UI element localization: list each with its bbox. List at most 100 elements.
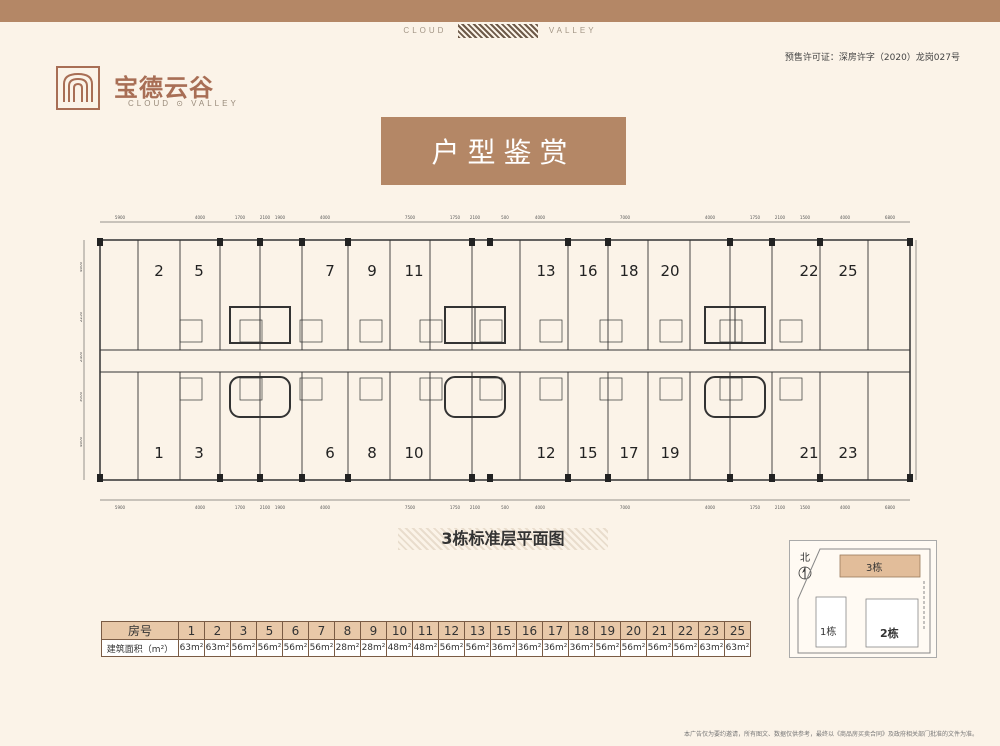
column	[299, 238, 305, 246]
plan-outline	[99, 239, 911, 481]
room-number-cell: 17	[542, 621, 569, 640]
room-number-cell: 23	[698, 621, 725, 640]
unit-number-top: 22	[799, 262, 818, 280]
dimension-text: 4000	[840, 505, 851, 510]
dimension-text: 1750	[750, 505, 761, 510]
area-cell: 28m²	[334, 639, 361, 657]
stair-core	[444, 376, 506, 418]
brand-right-text: VALLEY	[548, 26, 597, 35]
column	[97, 474, 103, 482]
bathroom	[239, 319, 263, 343]
area-cell: 48m²	[412, 639, 439, 657]
logo-en: CLOUD ⊙ VALLEY	[128, 99, 239, 108]
dimension-text: 4000	[840, 215, 851, 220]
bathroom	[359, 319, 383, 343]
building-2-label: 2栋	[880, 627, 899, 640]
area-cell: 63m²	[698, 639, 725, 657]
unit-number-top: 25	[838, 262, 857, 280]
unit-number-top: 5	[194, 262, 204, 280]
plan-subtitle-text: 3栋标准层平面图	[441, 529, 565, 548]
column	[817, 474, 823, 482]
unit-number-top: 16	[578, 262, 597, 280]
column	[565, 238, 571, 246]
room-number-cell: 18	[568, 621, 595, 640]
room-number-cell: 2	[204, 621, 231, 640]
dimension-text: 6800	[885, 505, 896, 510]
building-3-label: 3栋	[866, 563, 883, 574]
dimension-text: 1700	[235, 505, 246, 510]
room-number-cell: 16	[516, 621, 543, 640]
dimension-text: 1500	[800, 505, 811, 510]
top-brand: CLOUD VALLEY	[0, 22, 1000, 40]
column	[727, 474, 733, 482]
brand-left-text: CLOUD	[403, 26, 447, 35]
unit-number-bottom: 19	[660, 444, 679, 462]
area-cell: 56m²	[438, 639, 465, 657]
column	[299, 474, 305, 482]
column	[605, 238, 611, 246]
dimension-text: 4000	[195, 215, 206, 220]
area-cell: 56m²	[464, 639, 491, 657]
room-number-cell: 19	[594, 621, 621, 640]
area-cell: 56m²	[308, 639, 335, 657]
unit-number-top: 11	[404, 262, 423, 280]
dimension-text: 500	[501, 215, 509, 220]
column	[769, 474, 775, 482]
site-map-drawing	[797, 548, 931, 654]
dimension-text: 4000	[535, 215, 546, 220]
room-number-cell: 7	[308, 621, 335, 640]
column	[97, 238, 103, 246]
page-title: 户型鉴赏	[381, 117, 626, 185]
bathroom	[659, 377, 683, 401]
area-cell: 36m²	[568, 639, 595, 657]
room-number-cell: 5	[256, 621, 283, 640]
room-number-cell: 6	[282, 621, 309, 640]
plan-subtitle: 3栋标准层平面图	[398, 528, 608, 550]
room-number-cell: 3	[230, 621, 257, 640]
room-number-cell: 21	[646, 621, 673, 640]
room-number-cell: 8	[334, 621, 361, 640]
dimension-text: 2100	[260, 505, 271, 510]
room-number-cell: 11	[412, 621, 439, 640]
bathroom	[299, 319, 323, 343]
area-cell: 56m²	[230, 639, 257, 657]
dimension-text: 500	[501, 505, 509, 510]
bathroom	[779, 319, 803, 343]
building-1-label: 1栋	[820, 627, 837, 638]
unit-number-top: 7	[325, 262, 335, 280]
column	[727, 238, 733, 246]
dimension-text: 1750	[750, 215, 761, 220]
stair-core	[704, 376, 766, 418]
room-number-cell: 12	[438, 621, 465, 640]
column	[345, 474, 351, 482]
column	[469, 474, 475, 482]
area-cell: 36m²	[516, 639, 543, 657]
unit-number-bottom: 23	[838, 444, 857, 462]
dimension-text: 2400	[80, 351, 83, 362]
dimension-text: 4000	[195, 505, 206, 510]
dimension-text: 1750	[450, 505, 461, 510]
presale-permit: 预售许可证：深房许字（2020）龙岗027号	[784, 53, 960, 63]
dimension-text: 4000	[320, 505, 331, 510]
bathroom	[299, 377, 323, 401]
area-cell: 63m²	[178, 639, 205, 657]
bathroom	[539, 319, 563, 343]
column	[817, 238, 823, 246]
unit-number-top: 9	[367, 262, 377, 280]
stair-core	[229, 376, 291, 418]
column	[217, 474, 223, 482]
unit-number-bottom: 1	[154, 444, 164, 462]
column	[605, 474, 611, 482]
bathroom	[599, 377, 623, 401]
bathroom	[419, 377, 443, 401]
bathroom	[659, 319, 683, 343]
subtitle-hatch	[398, 528, 608, 550]
unit-number-bottom: 12	[536, 444, 555, 462]
room-number-cell: 9	[360, 621, 387, 640]
brand-pattern-icon	[457, 23, 538, 38]
area-cell: 63m²	[724, 639, 751, 657]
area-cell: 36m²	[490, 639, 517, 657]
room-number-cell: 25	[724, 621, 751, 640]
unit-number-top: 13	[536, 262, 555, 280]
